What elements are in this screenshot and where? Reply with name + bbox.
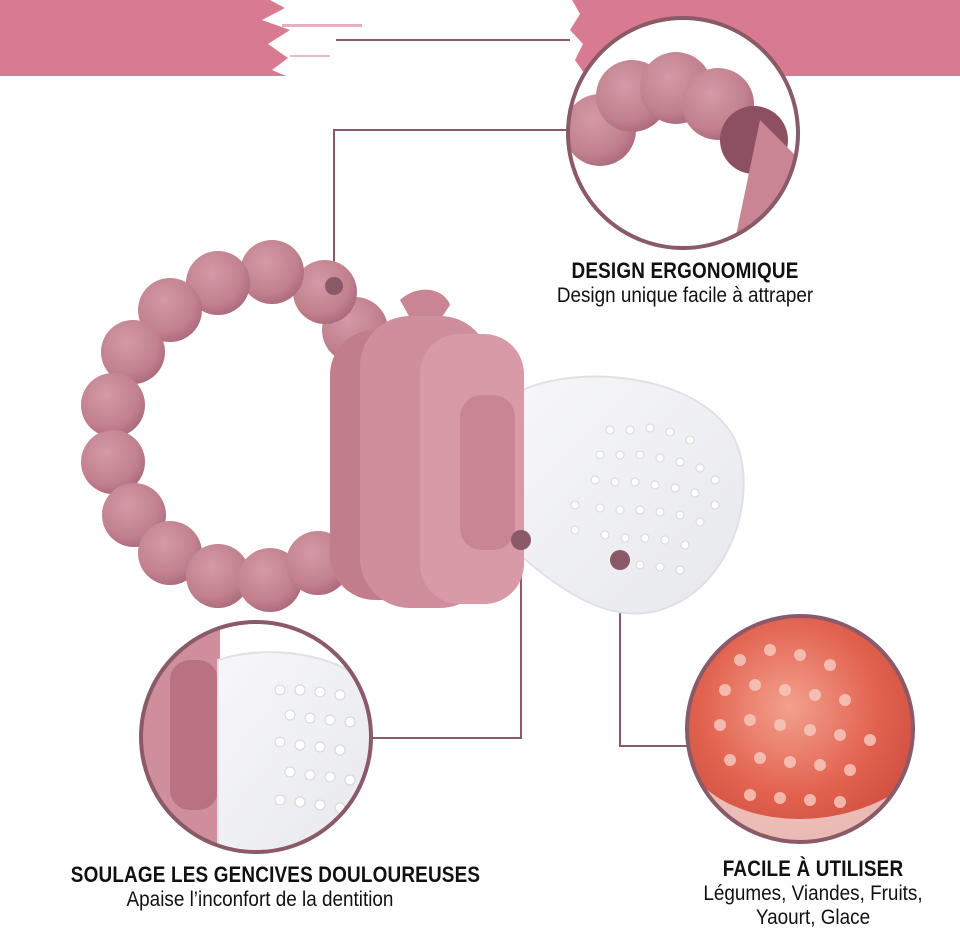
feature-easy-description-line1: Légumes, Viandes, Fruits, xyxy=(703,882,923,905)
connector-dot xyxy=(325,277,343,295)
detail-circle-gums xyxy=(139,620,373,854)
feature-easy: FACILE À UTILISER Légumes, Viandes, Frui… xyxy=(668,856,958,930)
feature-ergonomic: DESIGN ERGONOMIQUE Design unique facile … xyxy=(505,258,865,308)
detail-circle-ergonomic xyxy=(566,16,800,250)
connector-lines xyxy=(333,39,688,747)
mesh-feeder xyxy=(503,375,745,615)
feeder-cap xyxy=(330,289,524,608)
feature-gums-description: Apaise l’inconfort de la dentition xyxy=(126,888,394,911)
feature-easy-title: FACILE À UTILISER xyxy=(722,856,904,881)
teething-ring xyxy=(81,240,388,612)
connector-dot xyxy=(610,550,630,570)
feature-gums: SOULAGE LES GENCIVES DOULOUREUSES Apaise… xyxy=(40,862,480,912)
connector-dot xyxy=(511,530,531,550)
feature-ergonomic-description: Design unique facile à attraper xyxy=(556,284,814,307)
feature-gums-title: SOULAGE LES GENCIVES DOULOUREUSES xyxy=(70,862,481,887)
top-banner xyxy=(0,0,960,76)
feature-easy-description-line2: Yaourt, Glace xyxy=(755,906,871,929)
feature-ergonomic-title: DESIGN ERGONOMIQUE xyxy=(571,258,799,283)
detail-circle-easy xyxy=(685,614,915,844)
